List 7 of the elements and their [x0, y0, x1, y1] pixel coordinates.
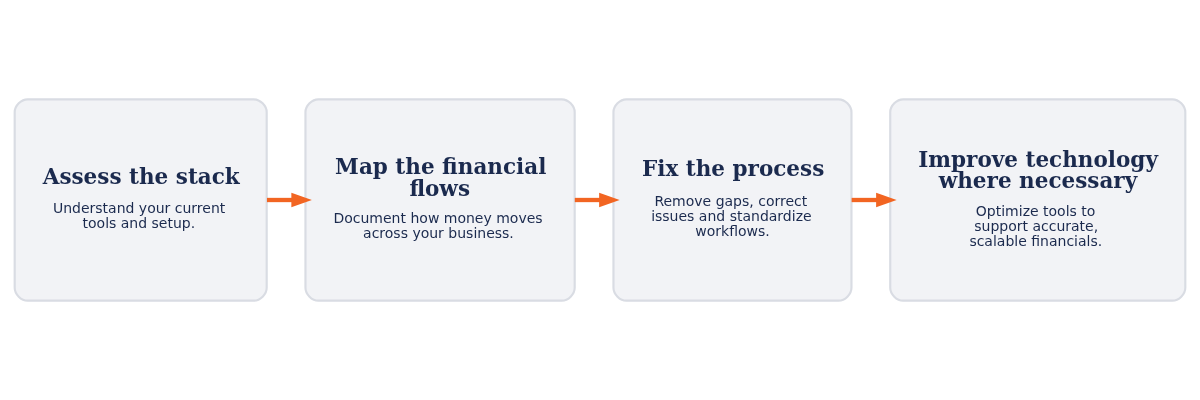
- arrow: [266, 192, 312, 208]
- node-box: Fix the process Remove gaps, correct issues and standardize workflows.: [612, 98, 853, 302]
- node-box: Map the financial flows Document how money moves across your business.: [304, 98, 576, 302]
- arrow: [851, 192, 897, 208]
- node-box: Improve technology where necessary Optimize tools to support accurate, scalable financials.: [889, 98, 1187, 302]
- node-box: Assess the stack Understand your current tools and setup.: [13, 98, 268, 302]
- arrow: [574, 192, 620, 208]
